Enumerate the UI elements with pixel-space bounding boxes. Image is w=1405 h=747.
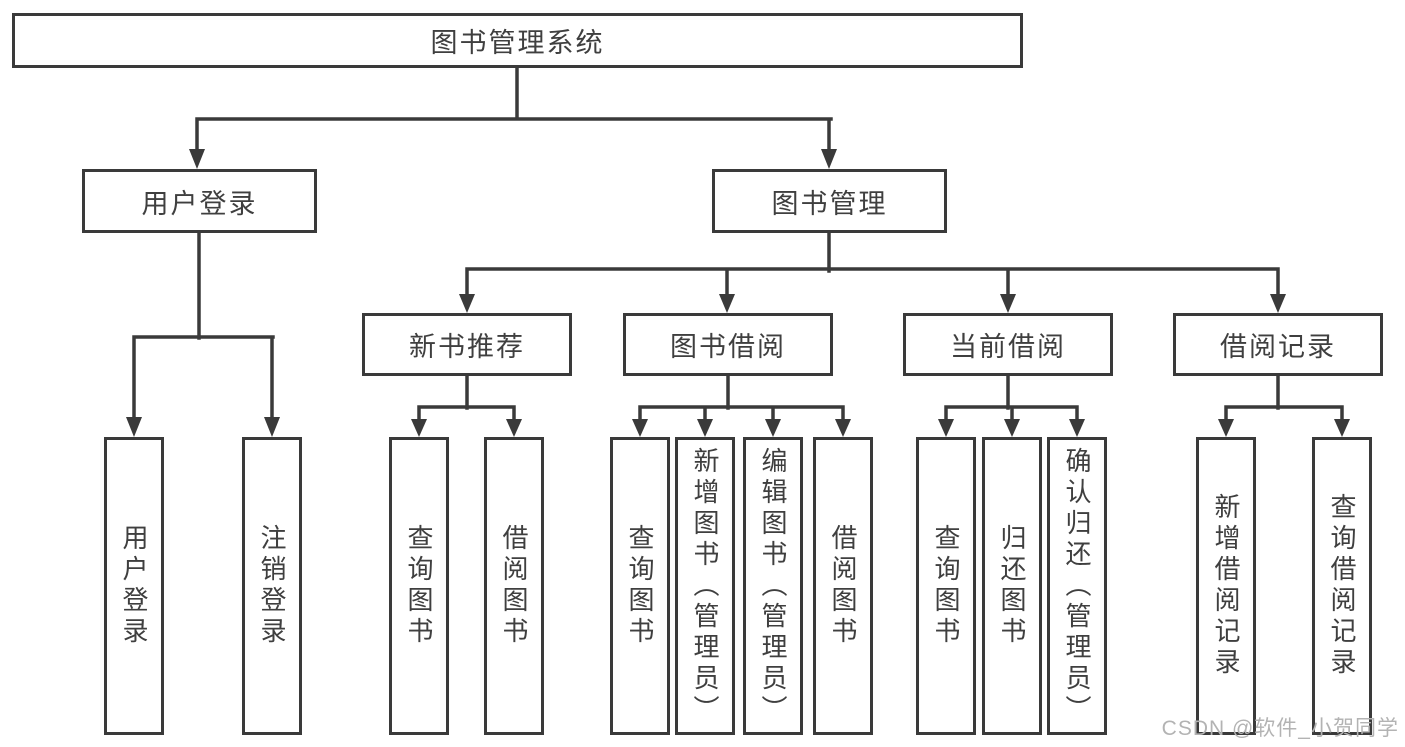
node-borrow-record-label: 借阅记录: [1220, 332, 1336, 362]
arrowhead-icon: [632, 419, 648, 437]
arrowhead-icon: [765, 419, 781, 437]
node-root-label: 图书管理系统: [430, 28, 605, 58]
leaf-add-book-admin: 新增图书（管理员）: [675, 437, 735, 735]
connector-root-to-level2: [195, 65, 833, 153]
leaf-query-book-3: 查询图书: [916, 437, 976, 735]
arrowhead-icon: [264, 417, 280, 437]
arrowhead-icon: [126, 417, 142, 437]
leaf-borrow-book-1: 借阅图书: [484, 437, 544, 735]
arrowhead-icon: [411, 419, 427, 437]
connector-bookmgmt-to-level3: [465, 231, 1280, 298]
arrowhead-icon: [1069, 419, 1085, 437]
leaf-borrow-book-2: 借阅图书: [813, 437, 873, 735]
arrowhead-icon: [459, 294, 475, 313]
node-book-mgmt-label: 图书管理: [771, 188, 888, 219]
arrowhead-icon: [697, 419, 713, 437]
node-user-login-label: 用户登录: [141, 188, 258, 219]
arrowhead-icon: [189, 149, 205, 169]
arrowhead-icon: [938, 419, 954, 437]
arrowhead-icon: [821, 149, 837, 169]
connector-newbookrec-to-leaves: [417, 374, 516, 423]
arrowhead-icon: [506, 419, 522, 437]
leaf-add-borrow-record: 新增借阅记录: [1196, 437, 1256, 735]
arrowhead-icon: [1334, 419, 1350, 437]
leaf-query-book-2: 查询图书: [610, 437, 670, 735]
arrowhead-icon: [1270, 294, 1286, 313]
leaf-confirm-return-admin: 确认归还（管理员）: [1047, 437, 1107, 735]
leaf-edit-book-admin: 编辑图书（管理员）: [743, 437, 803, 735]
leaf-query-borrow-record: 查询借阅记录: [1312, 437, 1372, 735]
node-new-book-rec-label: 新书推荐: [409, 332, 525, 362]
watermark: CSDN @软件_小贺同学: [1161, 717, 1399, 740]
node-user-login: 用户登录: [82, 169, 317, 233]
node-current-borrow-label: 当前借阅: [950, 332, 1066, 362]
connector-borrowrecord-to-leaves: [1224, 374, 1344, 423]
arrowhead-icon: [1004, 419, 1020, 437]
leaf-return-book: 归还图书: [982, 437, 1042, 735]
node-book-mgmt: 图书管理: [712, 169, 947, 233]
leaf-logout: 注销登录: [242, 437, 302, 735]
node-current-borrow: 当前借阅: [903, 313, 1113, 376]
leaf-user-login: 用户登录: [104, 437, 164, 735]
arrowhead-icon: [719, 294, 735, 313]
node-borrow-record: 借阅记录: [1173, 313, 1383, 376]
node-new-book-rec: 新书推荐: [362, 313, 572, 376]
connector-bookborrow-to-leaves: [638, 374, 845, 423]
connector-currentborrow-to-leaves: [944, 374, 1079, 423]
node-book-borrow-label: 图书借阅: [670, 332, 786, 362]
node-book-borrow: 图书借阅: [623, 313, 833, 376]
connector-userlogin-to-leaves: [132, 231, 275, 421]
arrowhead-icon: [835, 419, 851, 437]
node-root: 图书管理系统: [12, 13, 1023, 68]
arrowhead-icon: [1000, 294, 1016, 313]
leaf-query-book-1: 查询图书: [389, 437, 449, 735]
arrowhead-icon: [1218, 419, 1234, 437]
